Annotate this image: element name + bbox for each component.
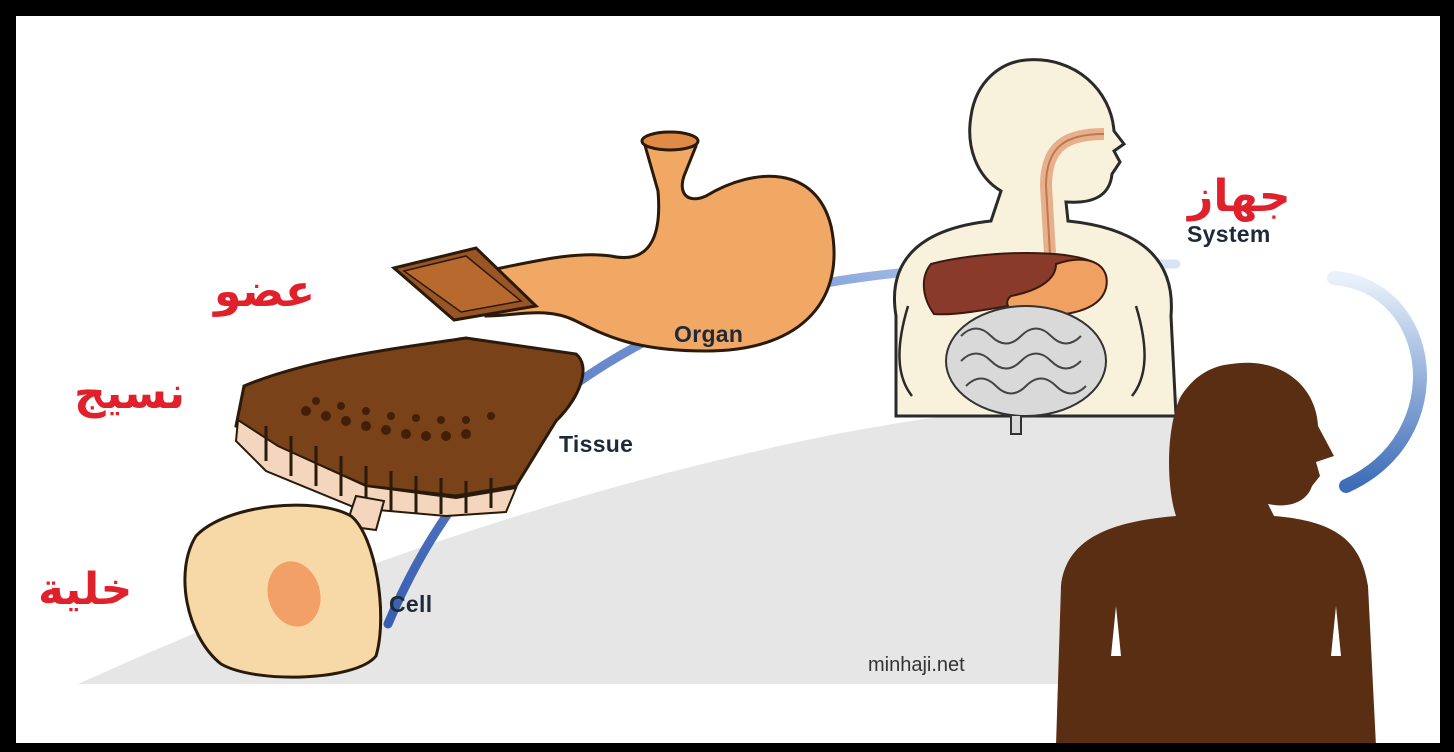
diagram-graphics [16,16,1440,743]
stage-label-system-ar: جهاز [1188,171,1291,222]
stomach-organ-figure [394,132,834,351]
diagram-canvas: Cell Tissue Organ System خلية نسيج عضو ج… [16,16,1440,743]
stage-label-tissue: Tissue [559,431,633,458]
stage-label-tissue-ar: نسيج [74,368,185,419]
tissue-figure [236,338,583,530]
digestive-system-figure [894,60,1176,434]
cell-figure [185,505,381,677]
stage-label-cell-ar: خلية [38,564,132,615]
return-arrow [1334,278,1420,486]
stage-label-cell: Cell [389,591,432,618]
watermark-text: minhaji.net [868,654,965,677]
stage-label-system: System [1187,221,1271,248]
stage-label-organ: Organ [674,321,743,348]
stage-label-organ-ar: عضو [214,266,315,317]
